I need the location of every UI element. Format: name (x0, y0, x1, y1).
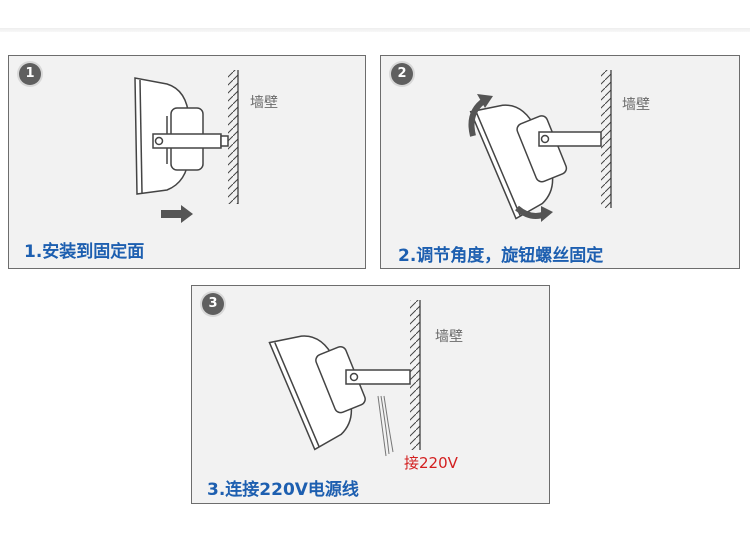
wall-label: 墙壁 (435, 329, 463, 345)
floodlight (134, 77, 229, 195)
wall-hatch (601, 70, 612, 208)
wall-hatch (228, 70, 239, 204)
arrow-right-icon (161, 205, 193, 223)
step-1-illustration (134, 70, 239, 223)
wall-label: 墙壁 (622, 97, 650, 113)
step-caption: 1.安装到固定面 (24, 242, 145, 262)
wire-voltage-label: 接220V (404, 454, 458, 472)
top-divider (0, 28, 750, 32)
wall-label: 墙壁 (250, 95, 278, 111)
step-number-badge: 3 (202, 293, 224, 315)
floodlight-tilted (469, 104, 568, 220)
step-panel-2: 2 墙壁 2.调节角度，旋钮螺丝固定 (380, 55, 740, 269)
step-number-badge: 1 (19, 63, 41, 85)
wall-hatch (410, 300, 421, 450)
step-panel-3: 3 墙壁 接220V 3.连接220V电源线 (191, 285, 550, 504)
floodlight-tilted (268, 335, 366, 451)
step-3-illustration (268, 300, 421, 457)
power-wire (377, 395, 394, 457)
step-panel-1: 1 墙壁 1.安装到固定面 (8, 55, 366, 269)
step-caption: 3.连接220V电源线 (207, 480, 359, 500)
rotate-up-arrow-icon (468, 94, 493, 137)
mount-bracket (345, 369, 411, 385)
step-number-badge: 2 (391, 63, 413, 85)
mount-bracket (538, 131, 602, 147)
step-2-illustration (468, 70, 612, 222)
step-caption: 2.调节角度，旋钮螺丝固定 (398, 246, 604, 266)
rotate-right-arrow-icon (515, 205, 553, 222)
